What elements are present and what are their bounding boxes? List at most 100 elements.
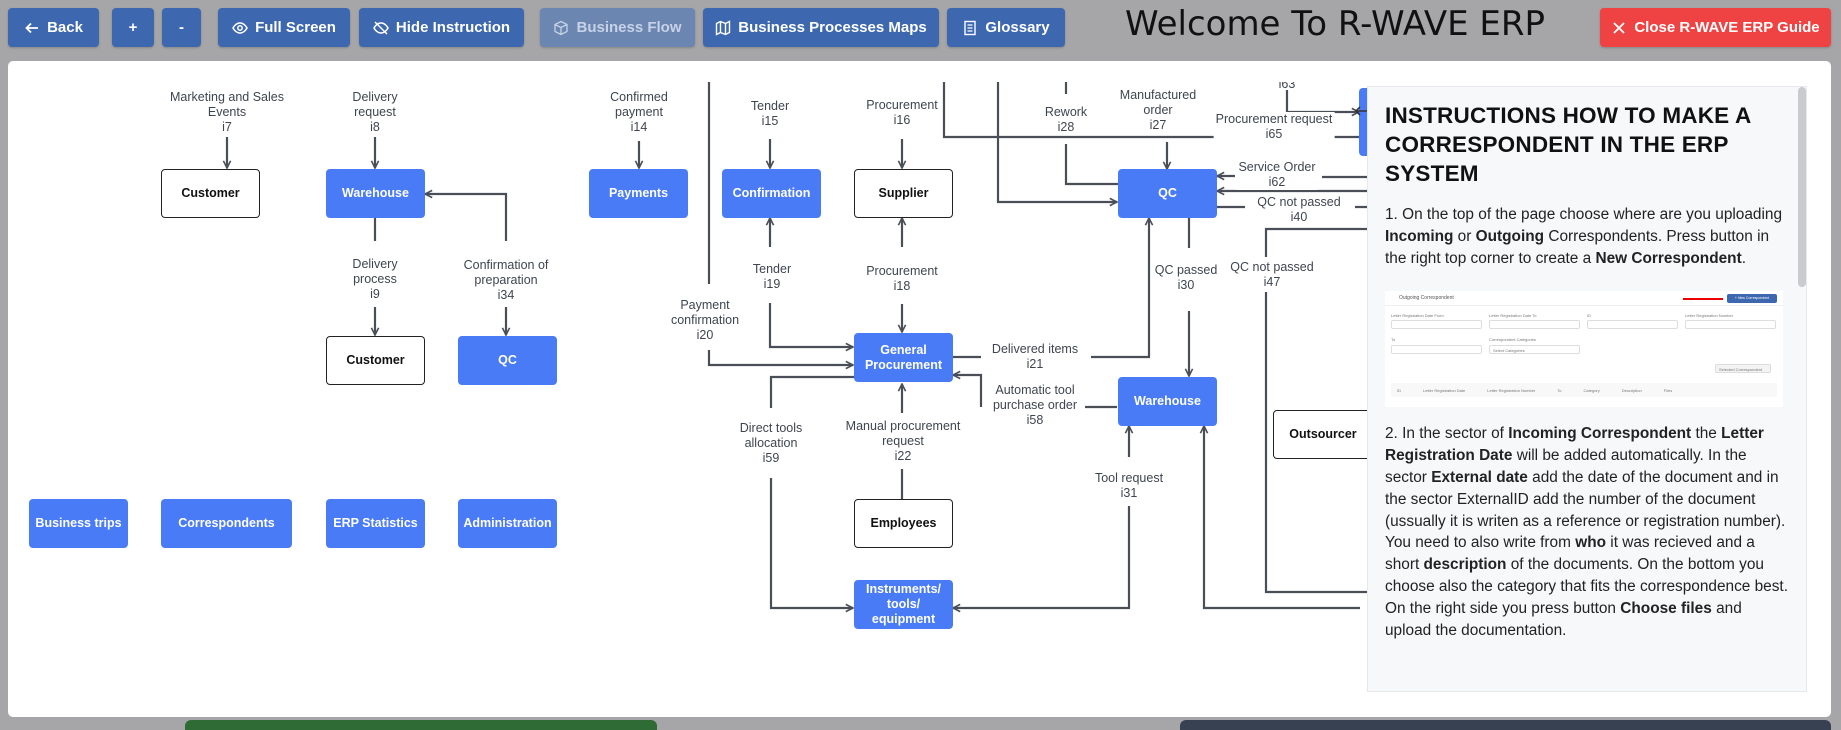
node-supplier[interactable]: Supplier — [854, 169, 953, 218]
arrow-left-icon — [25, 22, 39, 33]
bold-text: who — [1575, 534, 1606, 552]
bpm-label: Business Processes Maps — [738, 19, 927, 36]
node-warehouse-2[interactable]: Warehouse — [1118, 377, 1217, 426]
node-offscreen[interactable] — [1359, 88, 1367, 156]
hide-instruction-label: Hide Instruction — [395, 19, 511, 36]
bold-text: Letter Registration Date — [1385, 425, 1764, 465]
text: of the documents. On the bottom you choo… — [1385, 556, 1788, 617]
node-confirmation[interactable]: Confirmation — [722, 169, 821, 218]
bold-text: Outgoing — [1475, 227, 1545, 245]
screenshot-column-header: Description — [1621, 387, 1642, 393]
full-screen-button[interactable]: Full Screen — [218, 8, 350, 47]
screenshot-select: Select Categories — [1489, 345, 1580, 355]
flow-connectors — [8, 82, 1367, 717]
screenshot-selected: Selected Correspondent — [1715, 364, 1771, 374]
cube-icon — [554, 20, 569, 35]
text: the — [1691, 425, 1722, 443]
node-business-trips[interactable]: Business trips — [29, 499, 128, 548]
screenshot-field-label: Letter Registration Date From — [1391, 313, 1444, 319]
screenshot-field-label: To — [1391, 337, 1396, 343]
eye-off-icon — [373, 20, 389, 35]
screenshot-new-button: + New Correspondent — [1727, 294, 1777, 304]
bold-text: Incoming Correspondent — [1508, 425, 1692, 443]
text: add the date of the document and in the … — [1385, 468, 1786, 552]
business-flow-diagram[interactable]: Customer Warehouse Customer QC Payments … — [8, 82, 1367, 717]
instructions-scrollbar[interactable] — [1798, 87, 1806, 287]
node-payments[interactable]: Payments — [589, 169, 688, 218]
page-title: Welcome To R-WAVE ERP — [1124, 4, 1546, 44]
zoom-in-button[interactable]: + — [112, 8, 154, 47]
screenshot-column-header: To — [1557, 387, 1562, 393]
instructions-title: INSTRUCTIONS HOW TO MAKE A CORRESPONDENT… — [1385, 103, 1751, 186]
business-processes-maps-button[interactable]: Business Processes Maps — [703, 8, 939, 47]
red-arrow — [1683, 298, 1723, 301]
screenshot-column-header: Letter Registration Number — [1487, 387, 1536, 393]
node-employees[interactable]: Employees — [854, 499, 953, 548]
bold-text: New Correspondent — [1595, 249, 1742, 267]
text: and upload the documentation. — [1385, 599, 1742, 639]
screenshot-field-label: ID — [1587, 313, 1591, 319]
instruction-step-2: 2. In the sector of Incoming Corresponde… — [1385, 423, 1790, 641]
node-erp-statistics[interactable]: ERP Statistics — [326, 499, 425, 548]
screenshot-column-header: Letter Registration Date — [1423, 387, 1466, 393]
instructions-panel[interactable]: INSTRUCTIONS HOW TO MAKE A CORRESPONDENT… — [1367, 86, 1807, 692]
node-customer-2[interactable]: Customer — [326, 336, 425, 385]
close-icon — [1613, 21, 1625, 34]
node-general-procurement[interactable]: General Procurement — [854, 333, 953, 382]
node-customer[interactable]: Customer — [161, 169, 260, 218]
node-outsourcer[interactable]: Outsourcer — [1273, 410, 1367, 459]
flow-label-i63: i63 — [1278, 82, 1296, 91]
hide-instruction-button[interactable]: Hide Instruction — [359, 8, 524, 47]
text: . — [1741, 249, 1746, 267]
close-guide-button[interactable]: Close R-WAVE ERP Guide — [1600, 8, 1831, 47]
node-correspondents[interactable]: Correspondents — [161, 499, 292, 548]
bold-text: Choose files — [1620, 599, 1712, 617]
bottom-dark-bar — [1180, 720, 1831, 730]
text: will be added automatically. In the sect… — [1385, 447, 1747, 486]
full-screen-label: Full Screen — [255, 19, 336, 36]
business-flow-label: Business Flow — [576, 19, 682, 36]
bold-text: Incoming — [1385, 227, 1454, 245]
bold-text: External date — [1431, 468, 1528, 486]
node-qc[interactable]: QC — [458, 336, 557, 385]
instruction-step-1: 1. On the top of the page choose where a… — [1385, 204, 1790, 269]
text: Correspondents. Press button in the righ… — [1385, 227, 1770, 267]
instruction-screenshot: Outgoing Correspondent + New Corresponde… — [1385, 291, 1783, 408]
node-warehouse[interactable]: Warehouse — [326, 169, 425, 218]
back-button[interactable]: Back — [8, 8, 99, 47]
node-qc-main[interactable]: QC — [1118, 169, 1217, 218]
book-icon — [964, 20, 977, 35]
glossary-button[interactable]: Glossary — [947, 8, 1065, 47]
text: 2. In the sector of — [1385, 425, 1509, 443]
screenshot-field-label: Letter Registration Date To — [1489, 313, 1537, 319]
text: 1. On the top of the page choose where a… — [1385, 206, 1783, 223]
node-instruments[interactable]: Instruments/ tools/ equipment — [854, 580, 953, 629]
glossary-label: Glossary — [985, 19, 1050, 36]
node-administration[interactable]: Administration — [458, 499, 557, 548]
screenshot-heading: Outgoing Correspondent — [1399, 294, 1454, 301]
screenshot-field-label: Correspondent Categories — [1489, 337, 1536, 343]
zoom-out-button[interactable]: - — [162, 8, 201, 47]
business-flow-button[interactable]: Business Flow — [540, 8, 695, 47]
close-guide-label: Close R-WAVE ERP Guide — [1634, 19, 1820, 36]
eye-icon — [232, 21, 248, 34]
